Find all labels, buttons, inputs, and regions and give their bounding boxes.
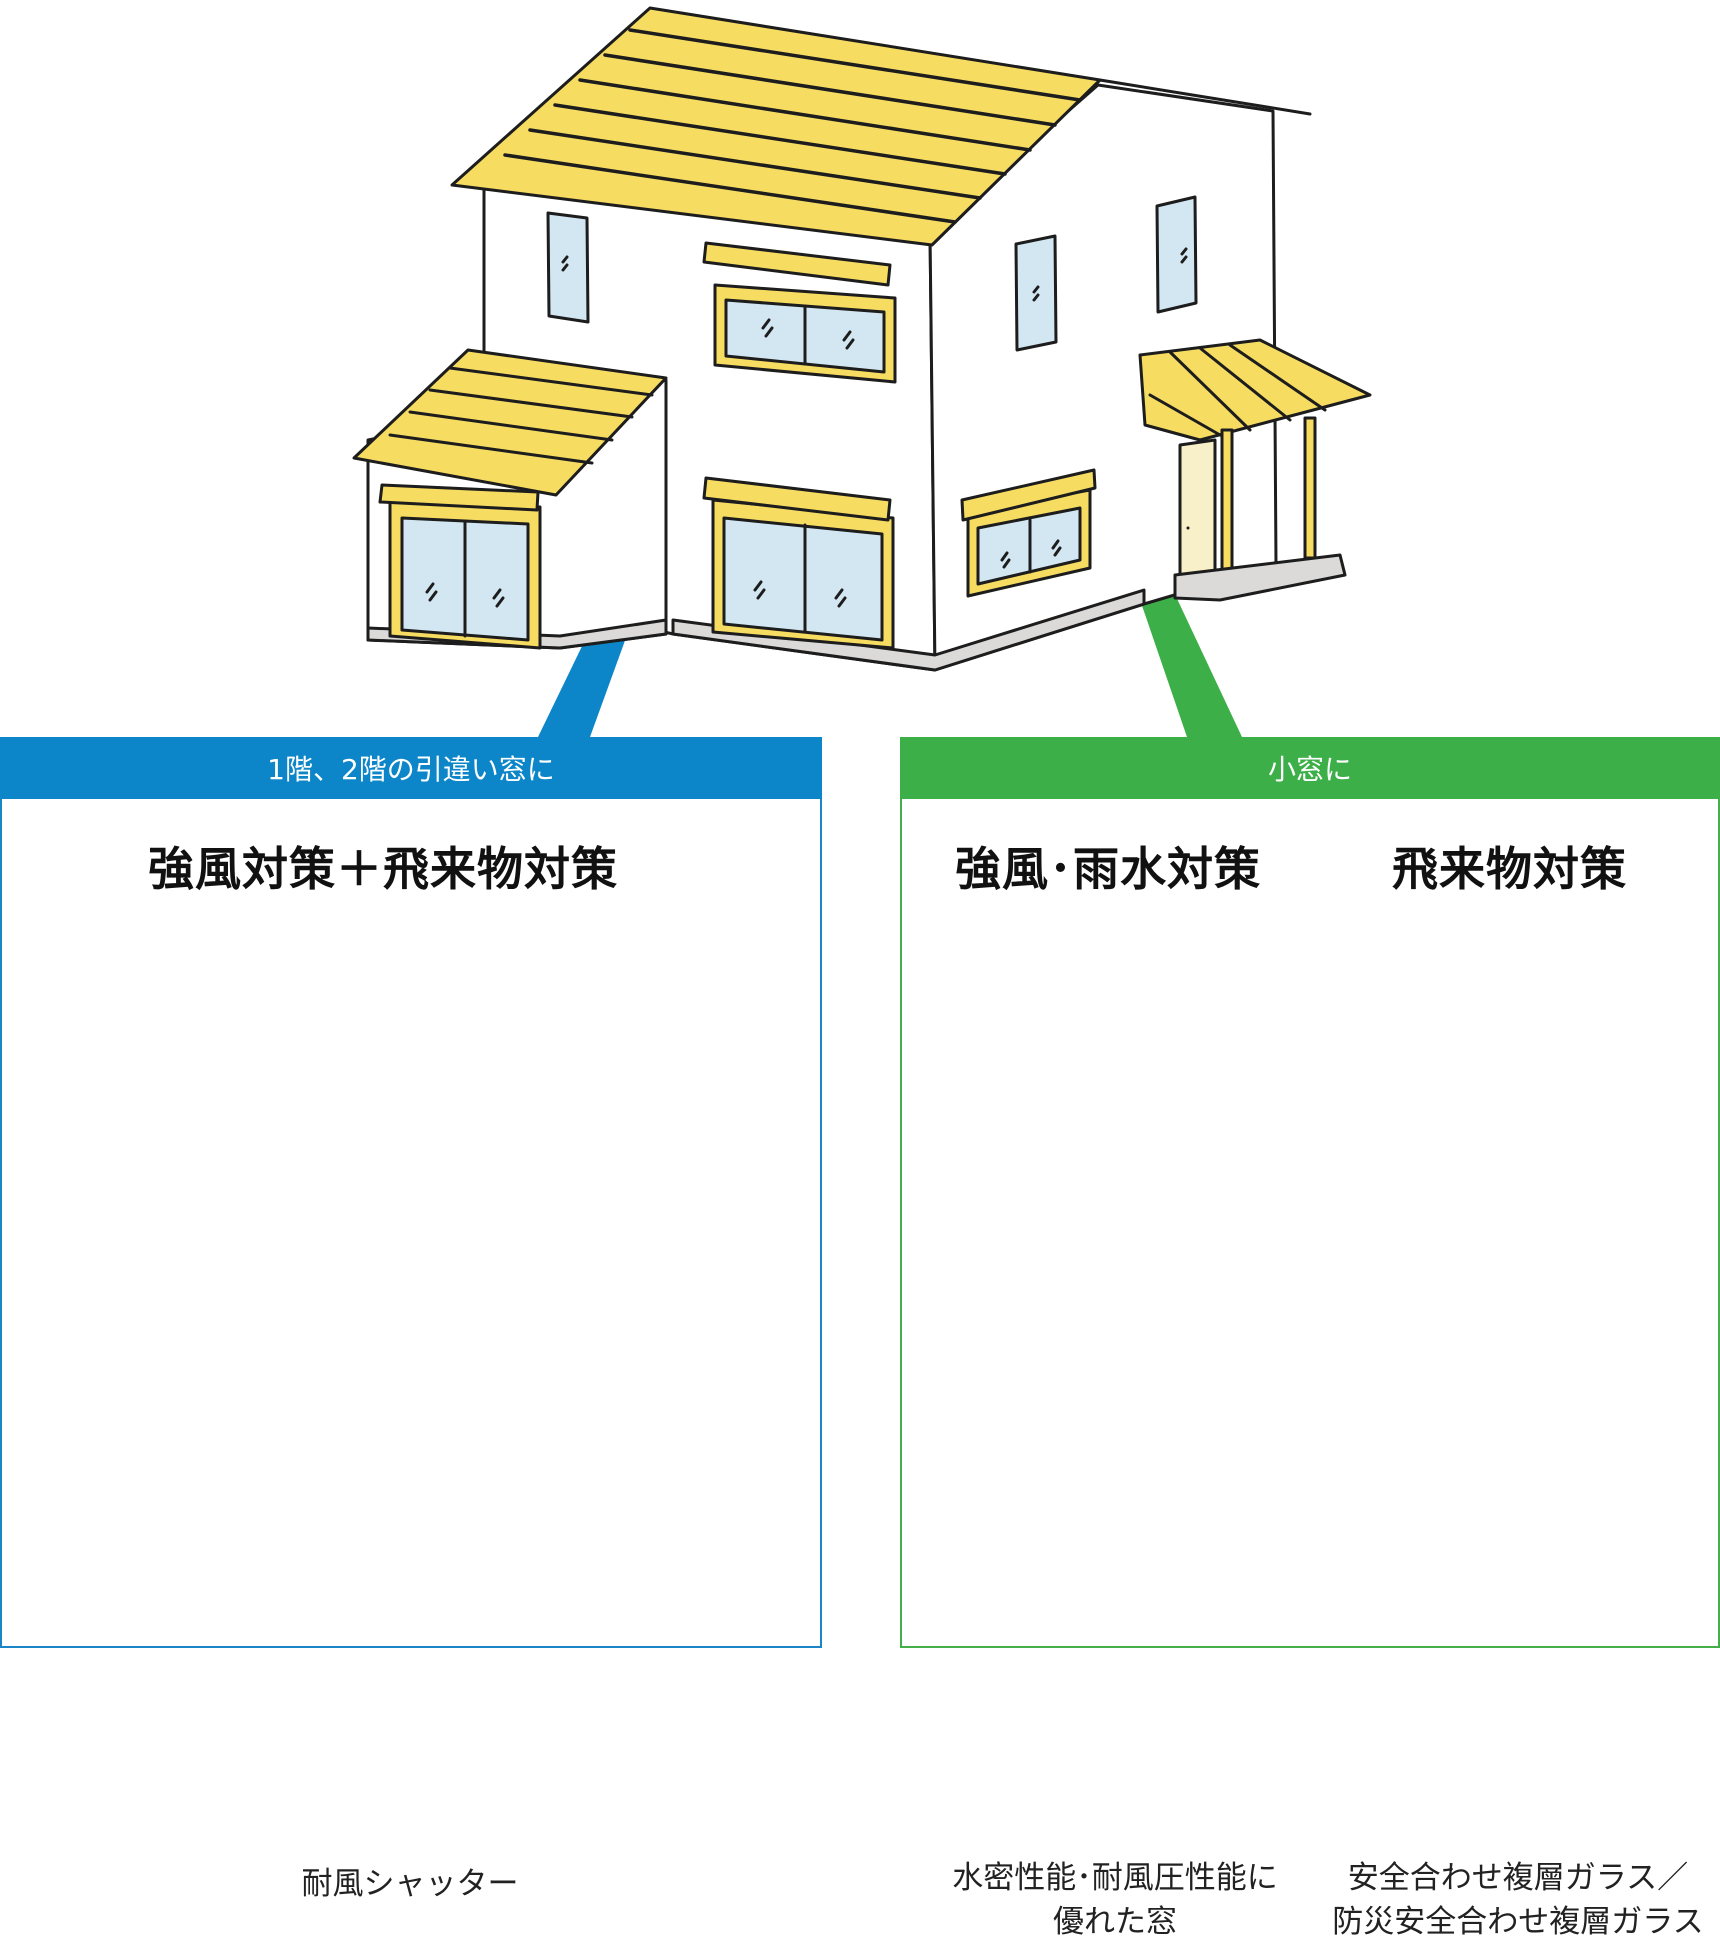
caption-glass-line2: 防災安全合わせ複層ガラス (1332, 1904, 1704, 1940)
panel-sliding-windows: 1階、2階の引違い窓に (0, 737, 822, 1648)
heading-debris: 飛来物対策 (1392, 842, 1627, 896)
caption-wind-shutter: 耐風シャッター (301, 1866, 519, 1902)
house (352, 6, 1372, 672)
panel-header-sliding-windows: 1階、2階の引違い窓に (0, 737, 822, 799)
small-window-2 (1014, 234, 1058, 352)
heading-wind-rain: 強風･雨水対策 (955, 842, 1261, 896)
small-window-1 (546, 211, 590, 324)
caption-window-line2: 優れた窓 (1053, 1904, 1177, 1940)
main-roof-lines (503, 28, 1082, 224)
panel-header-small-windows: 小窓に (900, 737, 1720, 799)
panel-small-windows: 小窓に (900, 737, 1720, 1648)
caption-window-line1: 水密性能･耐風圧性能に (952, 1860, 1278, 1896)
foundation-main (671, 588, 1146, 672)
heading-wind-debris: 強風対策＋飛来物対策 (148, 842, 618, 896)
porch-step (1173, 553, 1347, 602)
caption-glass-line1: 安全合わせ複層ガラス／ (1347, 1860, 1689, 1896)
small-window-3 (1155, 195, 1198, 314)
main-roof (450, 6, 1102, 247)
door (1178, 438, 1217, 594)
